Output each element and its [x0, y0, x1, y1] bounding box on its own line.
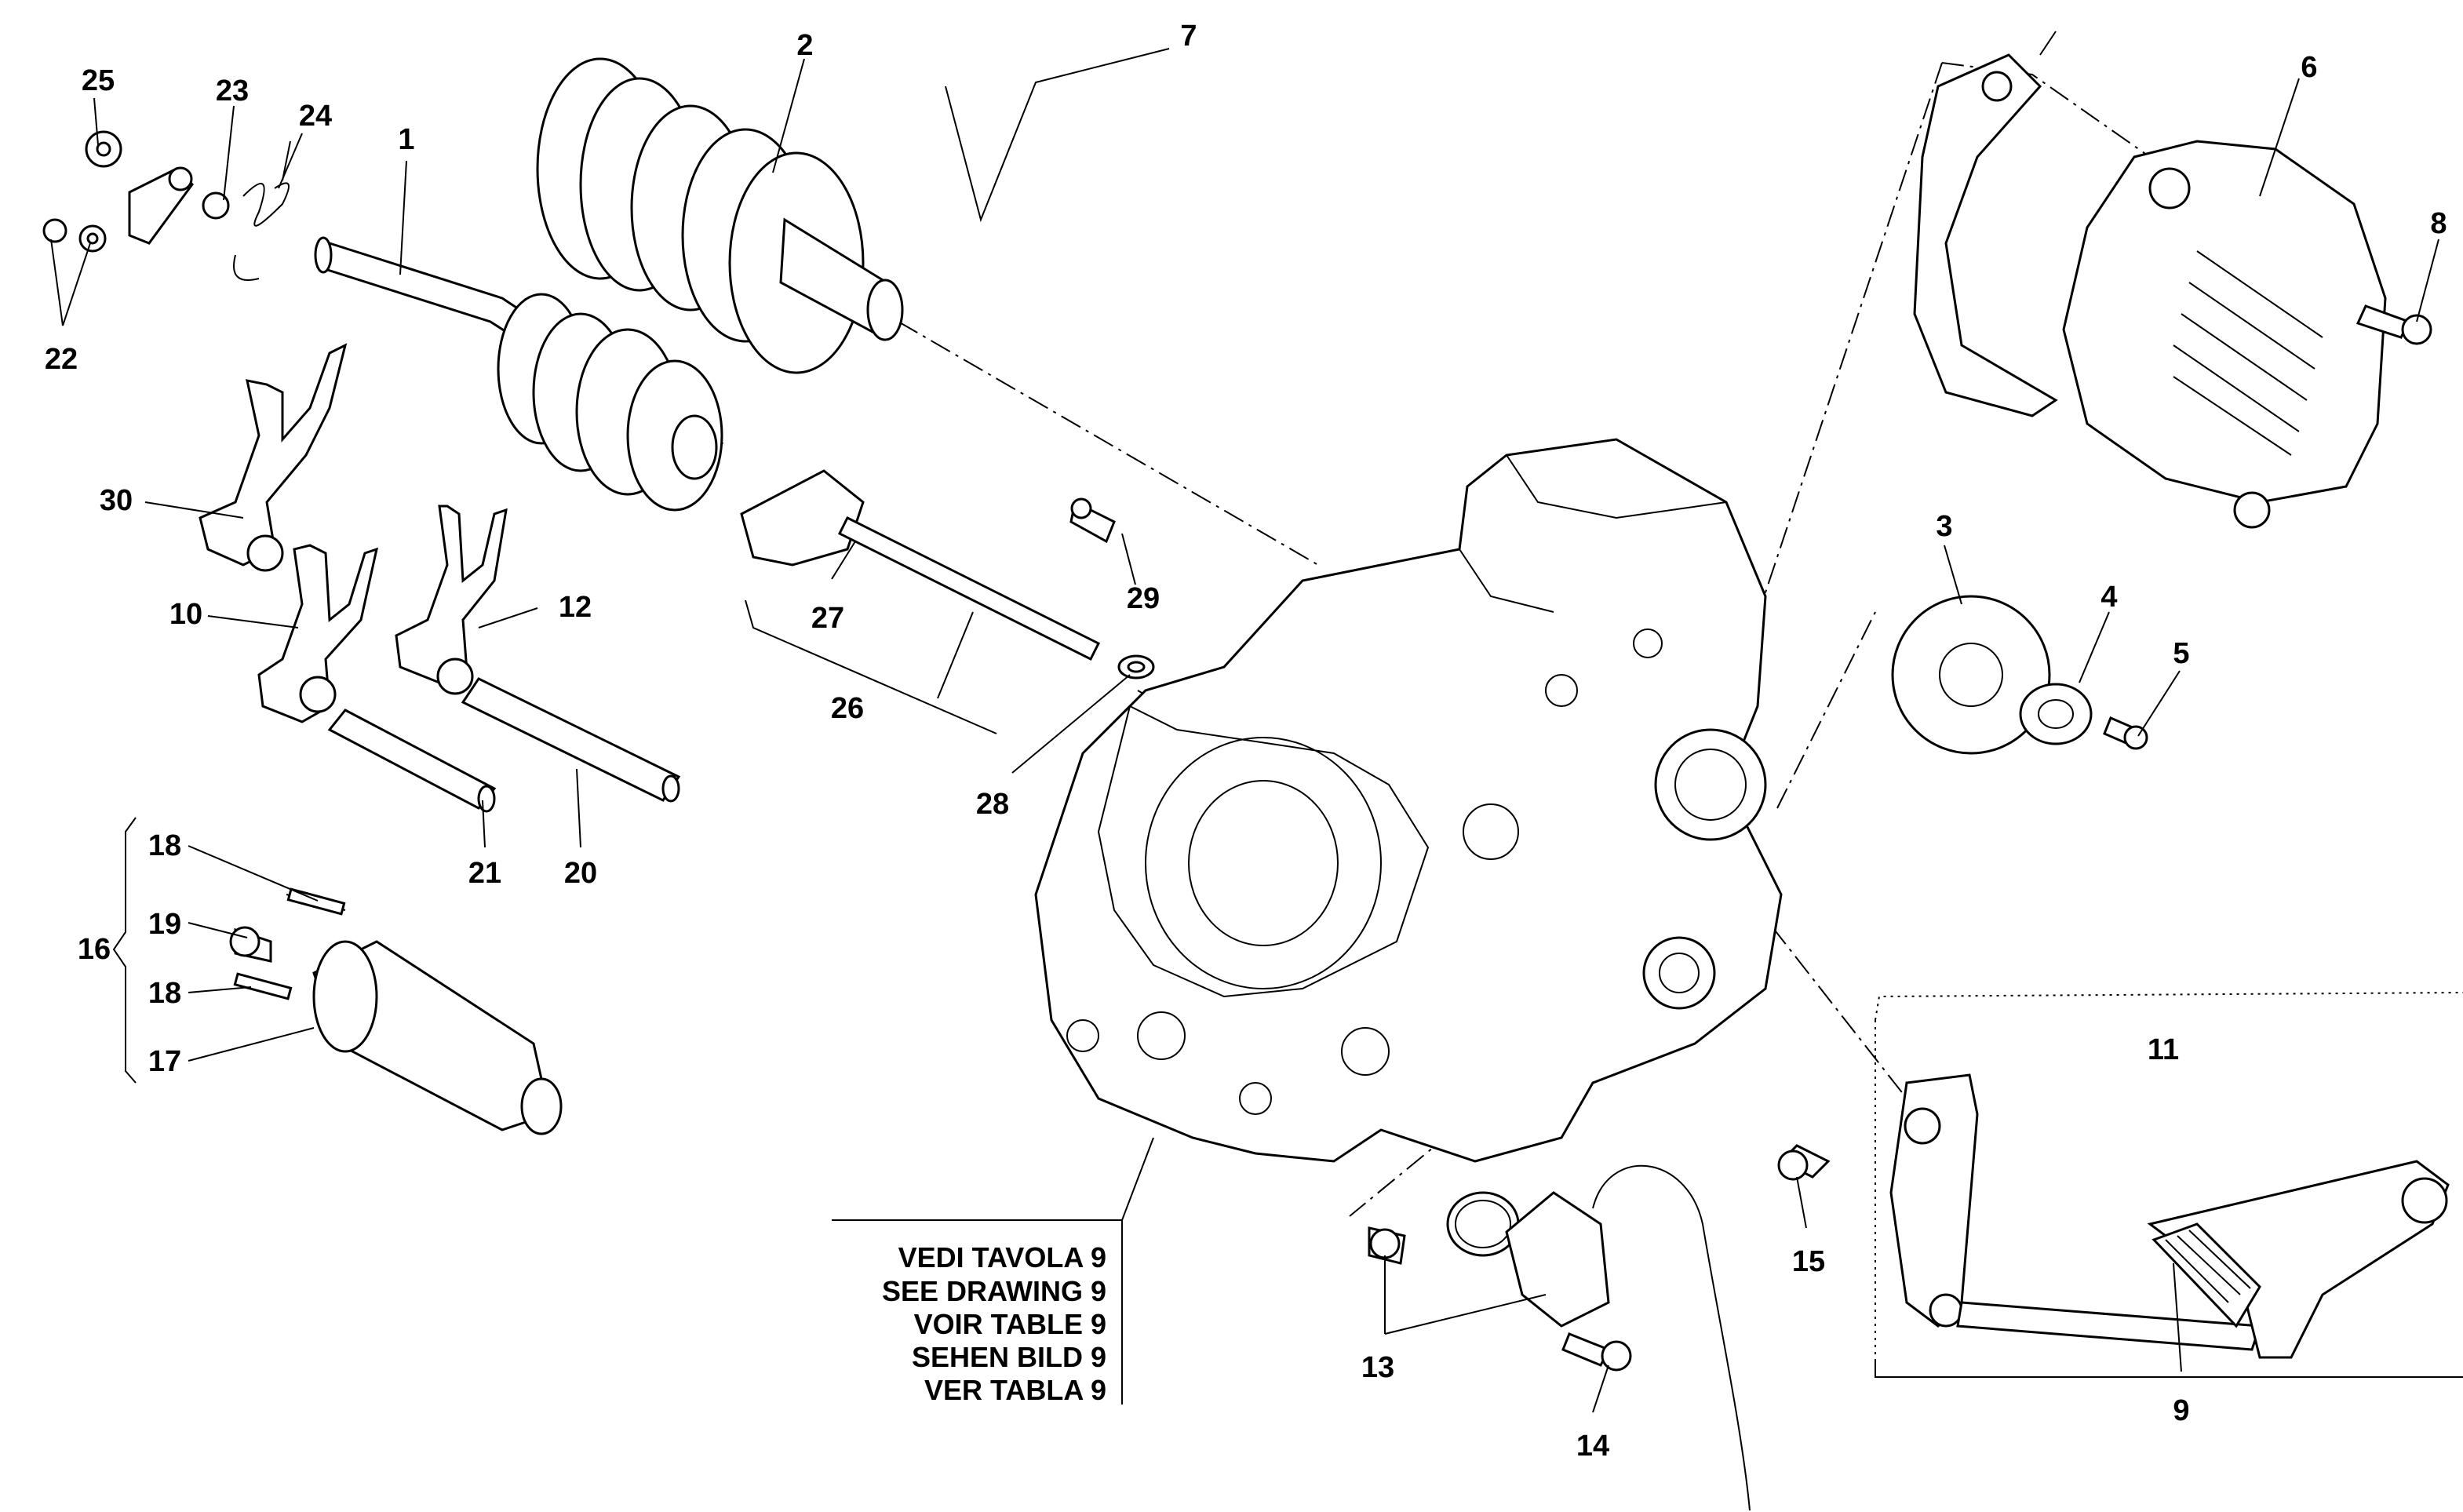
bolt-14 [1561, 1332, 1611, 1367]
label-23: 23 [216, 75, 249, 107]
pedal-rubber [2151, 1222, 2261, 1328]
note-line-fr: VOIR TABLE 9 [914, 1308, 1106, 1340]
label-29: 29 [1127, 582, 1160, 615]
label-30: 30 [100, 484, 133, 517]
label-6: 6 [2301, 51, 2317, 84]
selector-claw [740, 469, 865, 567]
shift-fork-12 [395, 505, 508, 684]
cover-gasket [1913, 53, 2058, 417]
shift-fork-30 [199, 343, 348, 567]
front-sprocket-assembly [1891, 595, 2148, 755]
main-shaft-gears [497, 293, 723, 512]
shift-fork-10 [257, 544, 379, 723]
part-labels: 25 23 24 1 2 22 30 10 12 21 20 18 19 16 … [45, 20, 2447, 1463]
label-1: 1 [398, 123, 414, 156]
label-17: 17 [148, 1045, 181, 1078]
label-4: 4 [2100, 581, 2117, 614]
label-15: 15 [1792, 1245, 1825, 1278]
label-26: 26 [831, 692, 864, 725]
label-11: 11 [2148, 1033, 2179, 1066]
label-25: 25 [82, 64, 115, 97]
label-10: 10 [169, 598, 202, 631]
label-8: 8 [2430, 207, 2447, 240]
lock-washer [2019, 683, 2093, 745]
label-27: 27 [811, 602, 844, 635]
label-9: 9 [2173, 1394, 2189, 1427]
output-shaft-bore [1654, 728, 1767, 841]
label-14: 14 [1576, 1430, 1609, 1463]
label-19: 19 [148, 908, 181, 941]
gear-sensor-assembly [1368, 1164, 1751, 1511]
label-16: 16 [78, 933, 111, 966]
fork-rods [327, 677, 681, 813]
sprocket-cover [2062, 140, 2387, 504]
countershaft-assembly [536, 57, 904, 374]
fork-rod-21 [327, 709, 497, 810]
label-5: 5 [2173, 637, 2189, 670]
see-drawing-note: VEDI TAVOLA 9 SEE DRAWING 9 VOIR TABLE 9… [882, 1241, 1106, 1406]
sensor-cable [1592, 1164, 1751, 1511]
o-ring [1446, 1191, 1520, 1257]
label-3: 3 [1936, 510, 1952, 543]
gear-lever-assembly [1777, 992, 2463, 1378]
selector-shaft [837, 516, 1101, 661]
label-2: 2 [796, 29, 813, 62]
fork-rod-20 [461, 677, 681, 802]
note-line-en: SEE DRAWING 9 [882, 1275, 1106, 1307]
sprocket-cover-assembly [1913, 31, 2432, 529]
crankcase [1034, 438, 1783, 1163]
linkage-rod [1956, 1301, 2262, 1351]
label-13: 13 [1361, 1351, 1394, 1384]
pin-7 [2039, 31, 2057, 56]
gear-selector-shaft [740, 469, 1155, 679]
main-shaft-assembly [314, 236, 724, 512]
label-24: 24 [299, 100, 332, 133]
group-bracket-9 [1875, 1361, 2463, 1378]
leader-lines [50, 48, 2439, 1413]
shift-lever-group [42, 130, 291, 281]
note-line-es: VER TABLA 9 [924, 1374, 1106, 1406]
shift-forks [199, 343, 508, 723]
note-line-it: VEDI TAVOLA 9 [898, 1241, 1106, 1273]
label-18-lower: 18 [148, 977, 181, 1010]
label-20: 20 [564, 857, 597, 890]
selector-drum-assembly [229, 887, 563, 1135]
spring [242, 140, 291, 227]
gear-pedal [2147, 1160, 2450, 1359]
gear-sensor [1505, 1191, 1610, 1328]
label-28: 28 [976, 788, 1009, 821]
label-12: 12 [559, 591, 592, 624]
label-21: 21 [468, 857, 501, 890]
front-sprocket [1891, 595, 2051, 755]
label-22: 22 [45, 343, 78, 376]
pin-18-lower [233, 972, 293, 1000]
bolt-8 [2356, 304, 2411, 339]
group-bracket-16 [112, 817, 137, 1084]
label-7: 7 [1180, 20, 1197, 53]
note-line-de: SEHEN BILD 9 [912, 1341, 1106, 1373]
label-18-upper: 18 [148, 829, 181, 862]
